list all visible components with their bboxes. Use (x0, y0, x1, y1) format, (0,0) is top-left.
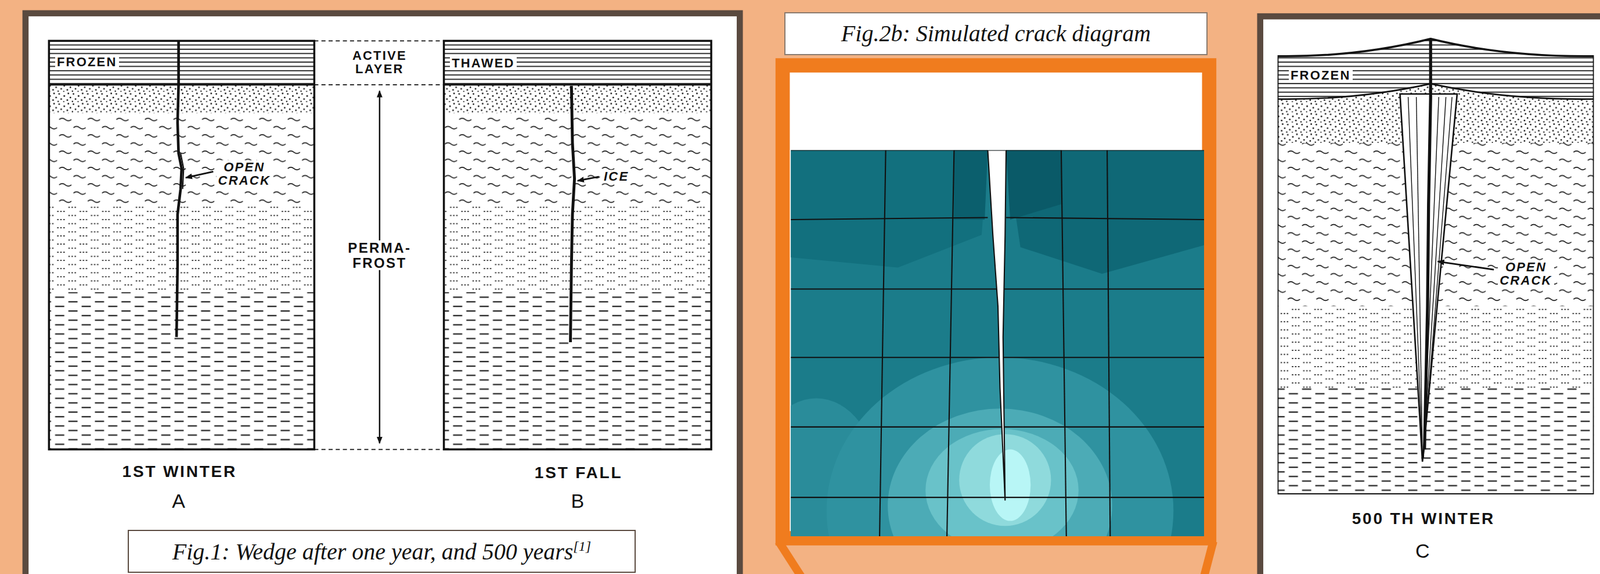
soil-section-a (48, 40, 315, 449)
right-panel (1260, 16, 1600, 574)
figure-caption-box: Fig.1: Wedge after one year, and 500 yea… (127, 529, 636, 573)
panel-letter: C (1413, 540, 1434, 562)
simulation-panel (755, 65, 1214, 574)
soil-section-c (1277, 30, 1595, 495)
leader-arrow (577, 176, 600, 181)
soil-section-b (444, 40, 712, 449)
callout-label: ICE (602, 170, 631, 184)
figure-title-box: Fig.2b: Simulated crack diagram (784, 12, 1208, 56)
layer-label: THAWED (449, 56, 517, 70)
leader-arrow (185, 171, 214, 178)
zone-label: PERMA- FROST (346, 240, 413, 270)
callout-label: OPEN CRACK (216, 160, 273, 187)
stage-label: 1ST WINTER (120, 462, 240, 480)
zone-label: ACTIVE LAYER (350, 48, 409, 76)
stage-label: 500 TH WINTER (1350, 509, 1497, 527)
stage-label: 1ST FALL (532, 463, 625, 481)
ice-vein (570, 85, 575, 342)
panel-letter: A (170, 490, 189, 512)
layer-label: FROZEN (55, 55, 120, 70)
leader-arrow (1438, 261, 1495, 270)
zone-guides (314, 40, 444, 449)
stress-mesh (790, 149, 1205, 536)
callout-label: OPEN CRACK (1497, 260, 1554, 287)
left-panel (25, 13, 740, 574)
caption-text: Fig.2b: Simulated crack diagram (841, 20, 1151, 47)
simulated-crack (987, 149, 1007, 500)
crack-line (176, 40, 182, 337)
layer-label: FROZEN (1288, 69, 1353, 83)
crack-line (1424, 38, 1432, 450)
panel-letter: B (569, 490, 589, 512)
reference-mark: [1] (573, 538, 592, 554)
box-content: Fig.2b: Simulated crack diagram (841, 19, 1151, 48)
box-content: Fig.1: Wedge after one year, and 500 yea… (172, 537, 592, 565)
caption-text: Fig.1: Wedge after one year, and 500 yea… (172, 538, 574, 565)
